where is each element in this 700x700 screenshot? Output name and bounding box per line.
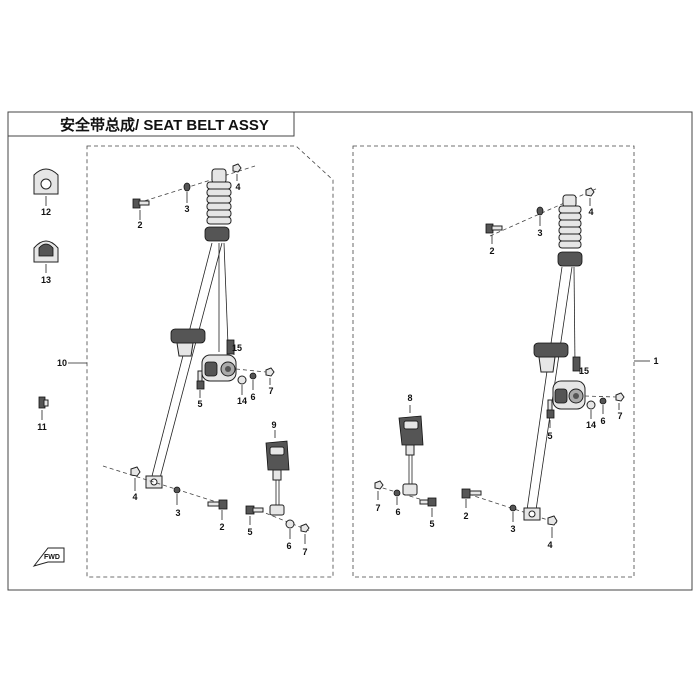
callout-right-2-top: 2 bbox=[489, 246, 494, 256]
callout-left-6-bottom: 6 bbox=[286, 541, 291, 551]
left-retractor-bolt bbox=[196, 370, 205, 390]
svg-text:FWD: FWD bbox=[44, 554, 60, 561]
right-buckle bbox=[398, 415, 424, 496]
left-retractor bbox=[201, 339, 237, 382]
callout-right-5-top: 5 bbox=[547, 431, 552, 441]
left-buckle-bolt bbox=[245, 505, 264, 515]
callout-right-1: 1 bbox=[653, 356, 658, 366]
title-box bbox=[7, 111, 295, 137]
callout-right-3-top: 3 bbox=[537, 228, 542, 238]
callout-right-15: 15 bbox=[579, 366, 589, 376]
left-belt-tongue bbox=[170, 328, 206, 357]
left-top-bolt bbox=[132, 198, 150, 209]
callout-left-3-top: 3 bbox=[184, 204, 189, 214]
right-buckle-bolt bbox=[419, 497, 437, 507]
callout-right-4-bottom: 4 bbox=[547, 540, 552, 550]
part-11-clip bbox=[38, 396, 49, 409]
callout-left-7-bottom: 7 bbox=[302, 547, 307, 557]
diagram-title: 安全带总成/ SEAT BELT ASSY bbox=[60, 116, 269, 134]
callout-right-8: 8 bbox=[407, 393, 412, 403]
callout-right-2-bottom: 2 bbox=[463, 511, 468, 521]
part-13-trim-cover bbox=[33, 240, 59, 263]
fwd-arrow-icon: FWD bbox=[32, 547, 65, 567]
callout-left-14: 14 bbox=[237, 396, 247, 406]
left-assembly-frame bbox=[86, 145, 334, 578]
callout-left-5-top: 5 bbox=[197, 399, 202, 409]
callout-right-4-top: 4 bbox=[588, 207, 593, 217]
right-retractor bbox=[552, 356, 586, 410]
callout-left-9: 9 bbox=[271, 420, 276, 430]
left-buckle bbox=[265, 440, 290, 516]
right-top-bolt bbox=[485, 223, 503, 234]
callout-left-4-top: 4 bbox=[235, 182, 240, 192]
callout-left-4-bottom: 4 bbox=[132, 492, 137, 502]
callout-right-3-bottom: 3 bbox=[510, 524, 515, 534]
callout-10: 10 bbox=[57, 358, 67, 368]
callout-left-3-bottom: 3 bbox=[175, 508, 180, 518]
callout-right-14: 14 bbox=[586, 420, 596, 430]
callout-right-7-bottom: 7 bbox=[375, 503, 380, 513]
right-retractor-bolt bbox=[546, 399, 555, 419]
callout-left-7-top: 7 bbox=[268, 386, 273, 396]
left-height-adjuster bbox=[204, 168, 232, 242]
callout-left-2-top: 2 bbox=[137, 220, 142, 230]
callout-right-5-bottom: 5 bbox=[429, 519, 434, 529]
part-12-trim-cover bbox=[33, 168, 59, 195]
right-belt-tongue bbox=[533, 342, 569, 373]
left-bottom-bolt bbox=[207, 499, 228, 510]
right-bottom-bolt bbox=[461, 488, 482, 499]
callout-right-7-top: 7 bbox=[617, 411, 622, 421]
callout-right-6-bottom: 6 bbox=[395, 507, 400, 517]
callout-left-6-top: 6 bbox=[250, 392, 255, 402]
callout-12: 12 bbox=[41, 207, 51, 217]
callout-11: 11 bbox=[37, 422, 47, 432]
callout-left-2-bottom: 2 bbox=[219, 522, 224, 532]
callout-right-6-top: 6 bbox=[600, 416, 605, 426]
diagram-frame bbox=[7, 111, 693, 591]
callout-left-15: 15 bbox=[232, 343, 242, 353]
callout-13: 13 bbox=[41, 275, 51, 285]
callout-left-5-bottom: 5 bbox=[247, 527, 252, 537]
right-height-adjuster bbox=[557, 194, 583, 267]
right-assembly-frame bbox=[352, 145, 635, 578]
